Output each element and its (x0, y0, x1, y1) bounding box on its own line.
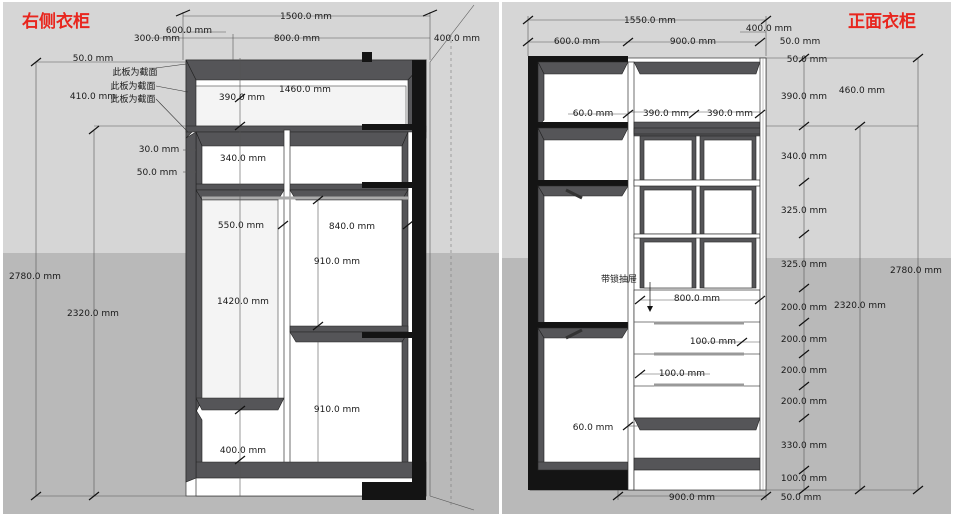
right-dim-height-inner: 2320.0 mm (834, 301, 886, 311)
left-dim-height-50: 50.0 mm (137, 168, 177, 178)
right-cabinet (528, 56, 767, 491)
right-dim-cell-100-upper: 100.0 mm (690, 337, 736, 347)
right-dim-cell-60-upper: 60.0 mm (573, 109, 613, 119)
right-dim-bottom-50: 50.0 mm (781, 493, 821, 503)
left-side-board (412, 60, 426, 500)
right-dim-width-900: 900.0 mm (670, 37, 716, 47)
right-dim-width-50: 50.0 mm (780, 37, 820, 47)
right-panel: 正面衣柜 1550.0 mm 400.0 mm 600.0 mm 900.0 m… (502, 2, 951, 514)
right-dim-row-50: 50.0 mm (787, 55, 827, 65)
left-dim-cell-390: 390.0 mm (219, 93, 265, 103)
right-dim-row-330: 330.0 mm (781, 441, 827, 451)
right-dim-height-total: 2780.0 mm (890, 266, 942, 276)
right-left-board (528, 58, 538, 490)
left-dim-cell-1460: 1460.0 mm (279, 85, 331, 95)
left-dim-height-total: 2780.0 mm (9, 272, 61, 282)
right-dim-width-total: 1550.0 mm (624, 16, 676, 26)
left-dim-cell-910-lower: 910.0 mm (314, 405, 360, 415)
right-dim-bottom-900: 900.0 mm (669, 493, 715, 503)
right-dim-row-200-4: 200.0 mm (781, 397, 827, 407)
left-dim-width-400: 400.0 mm (434, 34, 480, 44)
left-dim-height-30: 30.0 mm (139, 145, 179, 155)
right-dim-cell-100-lower: 100.0 mm (659, 369, 705, 379)
right-title: 正面衣柜 (848, 11, 916, 32)
left-dim-cell-910-upper: 910.0 mm (314, 257, 360, 267)
right-dim-cell-390-a: 390.0 mm (643, 109, 689, 119)
panel-divider (499, 0, 502, 516)
left-title: 右侧衣柜 (22, 11, 90, 32)
left-dim-width-300: 300.0 mm (134, 34, 180, 44)
right-dim-cell-390-b: 390.0 mm (707, 109, 753, 119)
left-dim-cell-1420: 1420.0 mm (217, 297, 269, 307)
right-dim-row-200-1: 200.0 mm (781, 303, 827, 313)
left-note-section-3: 此板为截面 (110, 93, 155, 105)
left-cabinet (185, 52, 427, 500)
right-dim-cell-60-lower: 60.0 mm (573, 423, 613, 433)
left-dim-height-inner: 2320.0 mm (67, 309, 119, 319)
left-dim-width-800: 800.0 mm (274, 34, 320, 44)
right-dim-row-200-2: 200.0 mm (781, 335, 827, 345)
left-dim-cell-550: 550.0 mm (218, 221, 264, 231)
right-dim-width-600: 600.0 mm (554, 37, 600, 47)
left-dim-width-total: 1500.0 mm (280, 12, 332, 22)
left-note-section-1: 此板为截面 (112, 66, 157, 78)
left-dim-height-50-top: 50.0 mm (73, 54, 113, 64)
left-dim-width-600: 600.0 mm (166, 26, 212, 36)
right-dim-row-325-upper: 325.0 mm (781, 206, 827, 216)
right-dim-row-390: 390.0 mm (781, 92, 827, 102)
right-dim-row-340: 340.0 mm (781, 152, 827, 162)
right-dim-cell-800: 800.0 mm (674, 294, 720, 304)
left-dim-height-410: 410.0 mm (70, 92, 116, 102)
left-dim-cell-400: 400.0 mm (220, 446, 266, 456)
left-dim-cell-840: 840.0 mm (329, 222, 375, 232)
left-panel: 右侧衣柜 1500.0 mm 600.0 mm 300.0 mm 800.0 m… (3, 2, 499, 514)
right-note-locked-drawer: 带锁抽屉 (601, 273, 637, 285)
right-dim-width-400: 400.0 mm (746, 24, 792, 34)
right-dim-row-460: 460.0 mm (839, 86, 885, 96)
right-dim-row-325-lower: 325.0 mm (781, 260, 827, 270)
left-note-section-2: 此板为截面 (110, 80, 155, 92)
left-dim-cell-340: 340.0 mm (220, 154, 266, 164)
right-dim-row-200-3: 200.0 mm (781, 366, 827, 376)
right-dim-row-100: 100.0 mm (781, 474, 827, 484)
